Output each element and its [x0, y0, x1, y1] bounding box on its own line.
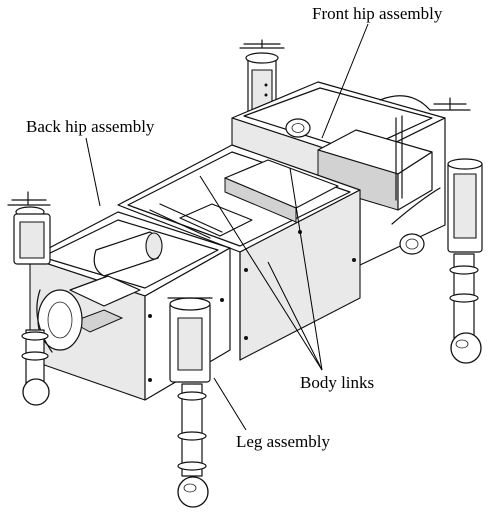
front-hip-leader: [321, 23, 369, 139]
leg-right: [429, 97, 483, 364]
leg-leader: [213, 377, 247, 431]
leg-assembly-label: Leg assembly: [236, 432, 330, 451]
body-links: [117, 144, 361, 361]
body-links-label: Body links: [300, 373, 375, 392]
body-links-leader-2: [267, 261, 323, 371]
body-links-leader-3: [289, 167, 323, 371]
back-hip-assembly-label: Back hip assembly: [26, 117, 155, 136]
leg-rear-top: [239, 39, 285, 126]
body-links-leader-1: [199, 175, 323, 371]
leg-front-left: [167, 297, 213, 508]
front-hip-assembly-label: Front hip assembly: [312, 4, 443, 23]
back-hip-leader: [85, 137, 101, 207]
leg-left: [7, 191, 51, 406]
